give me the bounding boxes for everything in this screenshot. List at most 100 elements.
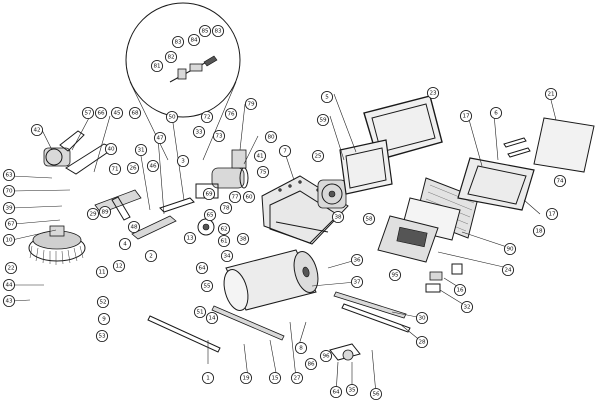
callout-bubble xyxy=(150,59,164,73)
callout-number: 19 xyxy=(242,375,250,381)
callout-bubble xyxy=(453,283,467,297)
callout-number: 75 xyxy=(259,169,267,175)
callout-71: 71 xyxy=(108,162,122,176)
callout-bubble xyxy=(153,131,167,145)
callout-number: 33 xyxy=(195,129,203,135)
callout-bubble xyxy=(460,300,474,314)
callout-56: 56 xyxy=(369,387,383,401)
callout-59: 59 xyxy=(316,113,330,127)
callout-number: 74 xyxy=(556,178,564,184)
callout-bubble xyxy=(128,106,142,120)
callout-number: 83 xyxy=(214,28,222,34)
callout-bubble xyxy=(242,190,256,204)
callout-bubble xyxy=(187,33,201,47)
callout-85: 85 xyxy=(198,24,212,38)
callout-number: 3 xyxy=(181,158,185,164)
callout-bubble xyxy=(193,305,207,319)
callout-77: 77 xyxy=(228,190,242,204)
callout-number: 1 xyxy=(206,375,210,381)
callout-number: 95 xyxy=(391,272,399,278)
callout-number: 47 xyxy=(156,135,164,141)
wheel-assembly xyxy=(329,343,361,361)
callout-4: 4 xyxy=(118,237,132,251)
callout-number: 61 xyxy=(220,238,228,244)
callout-number: 26 xyxy=(129,165,137,171)
callout-number: 42 xyxy=(33,127,40,133)
callout-number: 76 xyxy=(227,111,235,117)
callout-61: 61 xyxy=(217,234,231,248)
callout-number: 59 xyxy=(319,117,327,123)
callout-number: 13 xyxy=(186,235,194,241)
callout-60: 60 xyxy=(242,190,256,204)
callout-83: 83 xyxy=(211,24,225,38)
callout-bubble xyxy=(278,144,292,158)
callout-8: 8 xyxy=(294,341,308,355)
callout-33: 33 xyxy=(192,125,206,139)
callout-bubble xyxy=(4,217,18,231)
callout-bubble xyxy=(110,106,124,120)
callout-number: 89 xyxy=(101,209,109,215)
callout-number: 8 xyxy=(299,345,303,351)
callout-65: 65 xyxy=(203,208,217,222)
callout-number: 15 xyxy=(271,375,279,381)
callout-36: 36 xyxy=(350,253,364,267)
callout-bubble xyxy=(30,123,44,137)
callout-number: 72 xyxy=(203,114,210,120)
callout-bubble xyxy=(217,234,231,248)
callout-number: 36 xyxy=(353,257,361,263)
callout-96: 96 xyxy=(319,349,333,363)
callout-bubble xyxy=(144,249,158,263)
callout-bubble xyxy=(503,242,517,256)
callout-number: 50 xyxy=(168,114,176,120)
callout-bubble xyxy=(369,387,383,401)
callout-number: 68 xyxy=(131,110,139,116)
callout-bubble xyxy=(220,249,234,263)
callout-14: 14 xyxy=(205,311,219,325)
callout-number: 96 xyxy=(322,353,330,359)
callout-bubble xyxy=(205,311,219,325)
callout-67: 67 xyxy=(4,217,18,231)
callout-number: 55 xyxy=(203,283,211,289)
callout-bubble xyxy=(203,208,217,222)
callout-number: 18 xyxy=(535,228,543,234)
callout-bubble xyxy=(331,210,345,224)
callout-bubble xyxy=(545,207,559,221)
callout-bubble xyxy=(146,159,160,173)
callout-bubble xyxy=(311,149,325,163)
drive-motor xyxy=(195,149,249,236)
callout-43: 43 xyxy=(2,294,16,308)
callout-number: 6 xyxy=(494,110,498,116)
callout-number: 27 xyxy=(293,375,301,381)
callout-number: 81 xyxy=(153,63,161,69)
callout-bubble xyxy=(544,87,558,101)
callout-69: 69 xyxy=(202,187,216,201)
callout-number: 2 xyxy=(149,253,153,259)
callout-40: 40 xyxy=(104,142,118,156)
top-cover-assembly xyxy=(457,117,595,211)
callout-bubble xyxy=(200,279,214,293)
callout-number: 5 xyxy=(325,94,329,100)
callout-78: 78 xyxy=(219,201,233,215)
callout-number: 45 xyxy=(113,110,121,116)
callout-number: 58 xyxy=(365,216,373,222)
callout-32: 32 xyxy=(460,300,474,314)
callout-41: 41 xyxy=(253,149,267,163)
callout-number: 4 xyxy=(123,241,127,247)
callout-number: 23 xyxy=(429,90,437,96)
callout-number: 82 xyxy=(167,54,174,60)
callout-70: 70 xyxy=(2,184,16,198)
callout-number: 52 xyxy=(99,299,106,305)
callout-number: 32 xyxy=(463,304,470,310)
callout-bubble xyxy=(94,106,108,120)
callout-64: 64 xyxy=(195,261,209,275)
callout-3: 3 xyxy=(176,154,190,168)
callout-number: 78 xyxy=(222,205,230,211)
callout-bubble xyxy=(211,24,225,38)
callout-number: 12 xyxy=(115,263,122,269)
callout-bubble xyxy=(532,224,546,238)
callout-11: 11 xyxy=(95,265,109,279)
callout-number: 64 xyxy=(198,265,206,271)
callout-22: 22 xyxy=(4,261,18,275)
callout-number: 38 xyxy=(334,214,342,220)
callout-5: 5 xyxy=(320,90,334,104)
